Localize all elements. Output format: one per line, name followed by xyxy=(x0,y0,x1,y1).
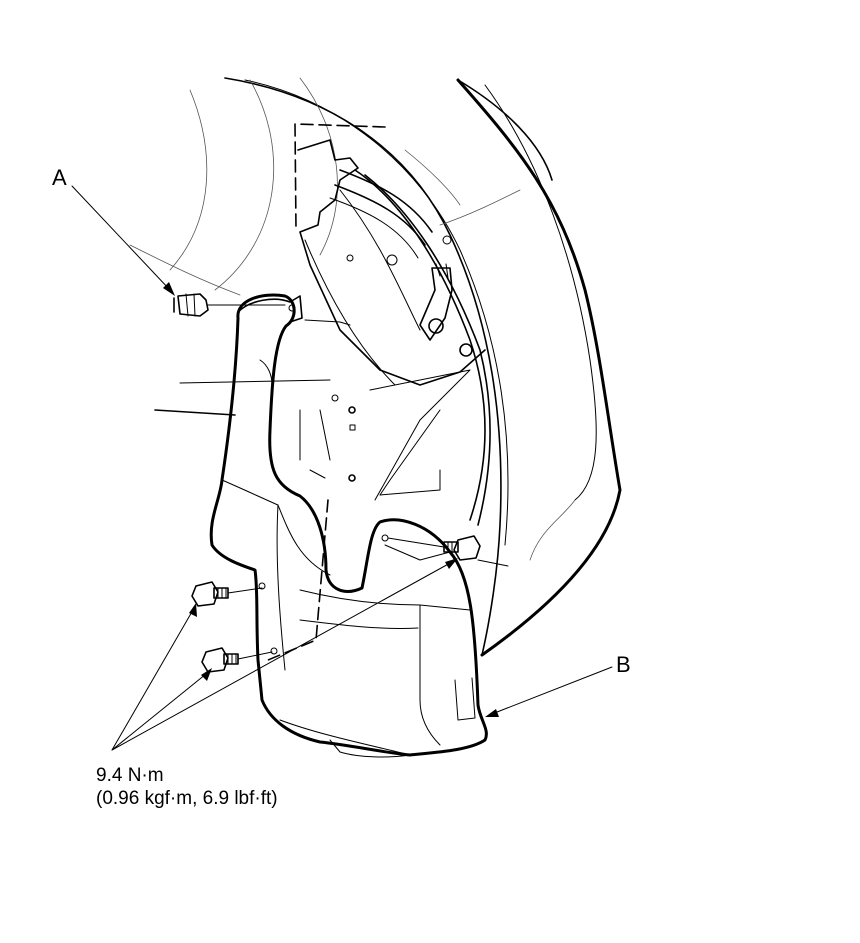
frame-structure xyxy=(154,139,491,526)
torque-value: 9.4 N·m xyxy=(96,765,164,786)
fender-panel xyxy=(456,78,622,657)
arrow-bolt2-icon xyxy=(201,668,212,681)
arrow-b-icon xyxy=(485,709,499,717)
arrow-a-icon xyxy=(163,282,175,296)
torque-conversion: (0.96 kgf·m, 6.9 lbf·ft) xyxy=(96,788,278,809)
dashed-reference-outline xyxy=(267,123,386,661)
callout-a-label: A xyxy=(52,165,67,190)
bolt-upper-left xyxy=(191,581,266,607)
clip-a xyxy=(173,293,303,323)
bolt-lower-left xyxy=(201,647,278,673)
torque-spec: 9.4 N·m (0.96 kgf·m, 6.9 lbf·ft) xyxy=(96,764,278,810)
bolt-right xyxy=(387,535,481,561)
wheel-well-arcs xyxy=(129,77,521,656)
leader-lines xyxy=(71,185,613,751)
arrow-bolt3-icon xyxy=(445,558,458,569)
callout-b-label: B xyxy=(616,652,631,677)
arrow-bolt1-icon xyxy=(189,603,197,617)
washer-reservoir xyxy=(209,293,509,758)
